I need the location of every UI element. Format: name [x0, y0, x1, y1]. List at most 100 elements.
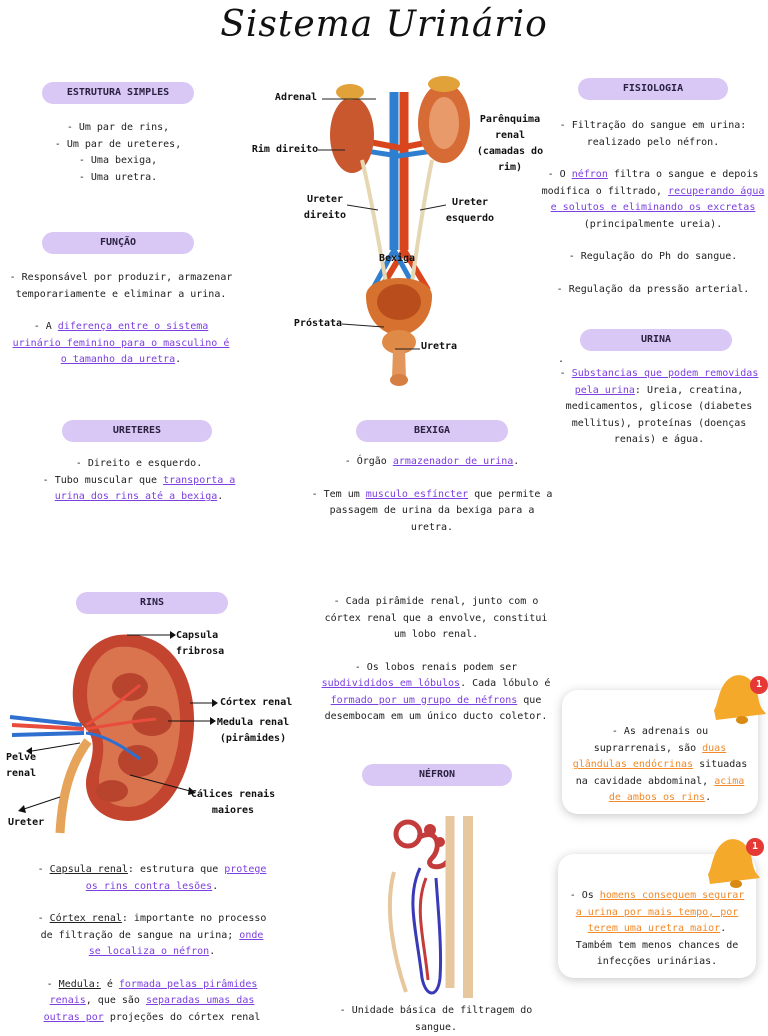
text: - A — [33, 321, 58, 332]
notification-badge: 1 — [750, 676, 768, 694]
fisiologia-heading: FISIOLOGIA — [578, 78, 728, 100]
medula-term: Medula: — [58, 978, 101, 990]
label-medula: Medula renal (pirâmides) — [216, 717, 290, 744]
urina-text: - Substancias que podem removidas pela u… — [554, 366, 764, 449]
rins-c3: - Medula: é formada pelas pirâmides rena… — [43, 978, 261, 1023]
text: é — [100, 978, 119, 990]
note1-link2: acima de ambos os rins — [608, 775, 745, 804]
text: projeções do córtex renal — [103, 1011, 261, 1023]
bexiga-text: - Órgão armazenador de urina. - Tem um m… — [310, 454, 554, 536]
urethra — [392, 350, 406, 378]
rins-text: : estrutura que - Capsula renal: estrutu… — [34, 862, 270, 1026]
nefron-link: néfron — [571, 169, 608, 180]
fisiologia-text: - Filtração do sangue em urina: realizad… — [540, 118, 766, 298]
text: filtra o sangue e depois modifica o filt… — [541, 169, 759, 197]
bexiga-p2: - Tem um musculo esfíncter que permite a… — [310, 487, 554, 537]
rins-heading: RINS — [76, 592, 228, 614]
text: . — [513, 456, 520, 467]
medula-link1: formada pelas pirâmides renais — [49, 978, 258, 1007]
text: - O — [547, 169, 572, 180]
nephron-illustration — [387, 816, 473, 998]
text: - — [559, 368, 572, 379]
kidney-illustration — [9, 631, 218, 834]
text: . — [217, 491, 224, 502]
text: . Também tem menos chances de infecções … — [575, 923, 739, 967]
text: que desembocam em um único ducto coletor… — [324, 694, 548, 723]
fisiologia-p1: - Filtração do sangue em urina: realizad… — [559, 120, 747, 148]
lobos-text: - Cada pirâmide renal, junto com o córte… — [318, 594, 554, 726]
funcao-heading: FUNÇÃO — [42, 232, 194, 254]
note1-link1: duas glândulas endócrinas — [572, 742, 727, 771]
funcao-p2: - A diferença entre o sistema urinário f… — [8, 319, 234, 369]
cortex-link: onde se localiza o néfron — [88, 929, 264, 958]
capsula-term: Capsula renal — [49, 864, 128, 875]
label-pelve: Pelve renal — [5, 752, 37, 779]
note2-text: - Os homens conseguem segurar a urina po… — [558, 854, 756, 971]
text: situadas na cavidade abdominal, — [575, 759, 748, 787]
capsula-link: protege os rins contra lesões — [85, 864, 267, 892]
text: . — [705, 792, 712, 803]
prostate — [382, 330, 416, 354]
text: - Órgão — [344, 456, 393, 467]
text: . — [209, 946, 216, 957]
urina-p: - Substancias que podem removidas pela u… — [554, 366, 764, 449]
label-uretra: Uretra — [420, 341, 458, 352]
ureteres-p1: - Direito e esquerdo. — [75, 458, 203, 469]
lobos-link2: formado por um grupo de néfrons — [330, 694, 518, 706]
bexiga-link1: armazenador de urina — [392, 456, 514, 467]
badge-count: 1 — [755, 679, 763, 690]
page-title: Sistema Urinário — [220, 4, 548, 45]
note-card-adrenais: - As adrenais ou suprarrenais, são duas … — [562, 690, 758, 814]
estrutura-item: - Uma uretra. — [78, 171, 158, 183]
label-cortex: Córtex renal — [220, 697, 293, 708]
label-rim-direito: Rim direito — [251, 144, 319, 155]
fisiologia-p2: - O néfron filtra o sangue e depois modi… — [540, 167, 766, 233]
label-adrenal: Adrenal — [274, 92, 318, 103]
label-calices: Cálices renais maiores — [190, 789, 276, 816]
fisiologia-p3: - Regulação do Ph do sangue. — [568, 251, 738, 262]
label-ureter: Ureter — [8, 817, 45, 828]
note2-link: homens conseguem segurar a urina por mai… — [575, 890, 745, 934]
ureteres-heading: URETERES — [62, 420, 212, 442]
badge-count: 1 — [751, 841, 759, 852]
label-parenquima: Parênquima renal (camadas do rim) — [476, 114, 544, 173]
right-ureter — [360, 159, 388, 283]
rins-c1: : estrutura que - Capsula renal: estrutu… — [37, 864, 267, 892]
text: - As adrenais ou suprarrenais, são — [593, 726, 709, 754]
text: (principalmente ureia). — [583, 218, 723, 230]
ureteres-p2: - Tubo muscular que transporta a urina d… — [28, 473, 250, 506]
label-capsula: Capsula fribrosa — [176, 630, 225, 657]
fisiologia-p4: - Regulação da pressão arterial. — [556, 283, 750, 295]
lobos-p2: - Os lobos renais podem ser subdivididos… — [318, 660, 554, 726]
ureter-tube — [55, 738, 92, 834]
label-prostata: Próstata — [293, 318, 343, 329]
nefron-heading: NÉFRON — [362, 764, 512, 786]
funcao-p1: - Responsável por produzir, armazenar te… — [9, 272, 233, 300]
text: - Os — [569, 890, 600, 901]
ureteres-link: transporta a urina dos rins até a bexiga — [54, 474, 236, 503]
recuperando-link: recuperando água e solutos e eliminando … — [550, 185, 765, 214]
text: - Os lobos renais podem ser — [354, 661, 518, 673]
note1-text: - As adrenais ou suprarrenais, são duas … — [562, 690, 758, 807]
ureteres-text: - Direito e esquerdo. - Tubo muscular qu… — [28, 456, 250, 506]
right-kidney — [330, 97, 374, 173]
bell-icon — [714, 675, 766, 724]
left-ureter — [410, 159, 434, 283]
estrutura-item: - Um par de rins, — [66, 122, 170, 133]
rins-c2: - Córtex renal: importante no processo d… — [37, 913, 267, 958]
estrutura-item: - Um par de ureteres, — [54, 138, 182, 150]
text: , que são — [85, 995, 146, 1006]
lobos-link1: subdivididos em lóbulos — [321, 678, 461, 689]
nefron-text: - Unidade básica de filtragem do sangue. — [339, 1005, 533, 1033]
estrutura-list: - Um par de rins, - Um par de ureteres, … — [30, 120, 206, 186]
text: . — [175, 354, 182, 365]
text: : Ureia, creatina, medicamentos, glicose… — [565, 384, 753, 446]
label-ureter-direito: Ureter direito — [303, 194, 347, 221]
notification-badge: 1 — [746, 838, 764, 856]
estrutura-heading: ESTRUTURA SIMPLES — [42, 82, 194, 104]
cortex-term: Córtex renal — [49, 913, 122, 924]
text: - Tubo muscular que — [42, 474, 164, 486]
bexiga-heading: BEXIGA — [356, 420, 508, 442]
funcao-text: - Responsável por produzir, armazenar te… — [8, 270, 234, 369]
